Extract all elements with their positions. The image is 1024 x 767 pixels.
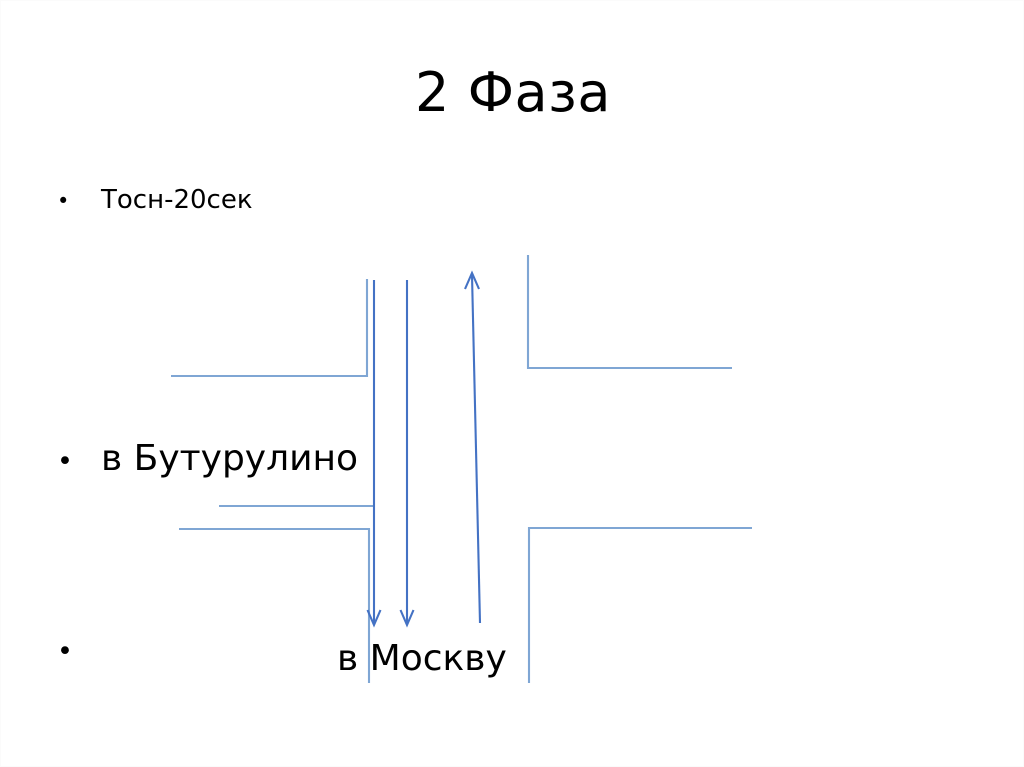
page-title: 2 Фаза [415, 61, 611, 124]
road-bottom-right-corner [527, 526, 752, 683]
road-top-right-corner [526, 255, 732, 370]
bullet-text: в Бутурулино [101, 438, 359, 479]
direction-label-moskvu: в Москву [337, 638, 507, 679]
road-top-left-corner [171, 279, 369, 378]
down-arrow-left [366, 280, 382, 628]
bullet-text: Тосн-20сек [101, 185, 253, 215]
bullet-marker-icon: • [57, 636, 73, 667]
bullet-marker-icon: • [57, 189, 70, 213]
list-item: • в Бутурулино [57, 438, 358, 479]
down-arrow-middle [399, 280, 415, 628]
list-item: • [57, 638, 101, 665]
bullet-marker-icon: • [57, 446, 73, 477]
list-item: • Тосн-20сек [57, 185, 253, 215]
up-arrow-right [464, 270, 482, 624]
